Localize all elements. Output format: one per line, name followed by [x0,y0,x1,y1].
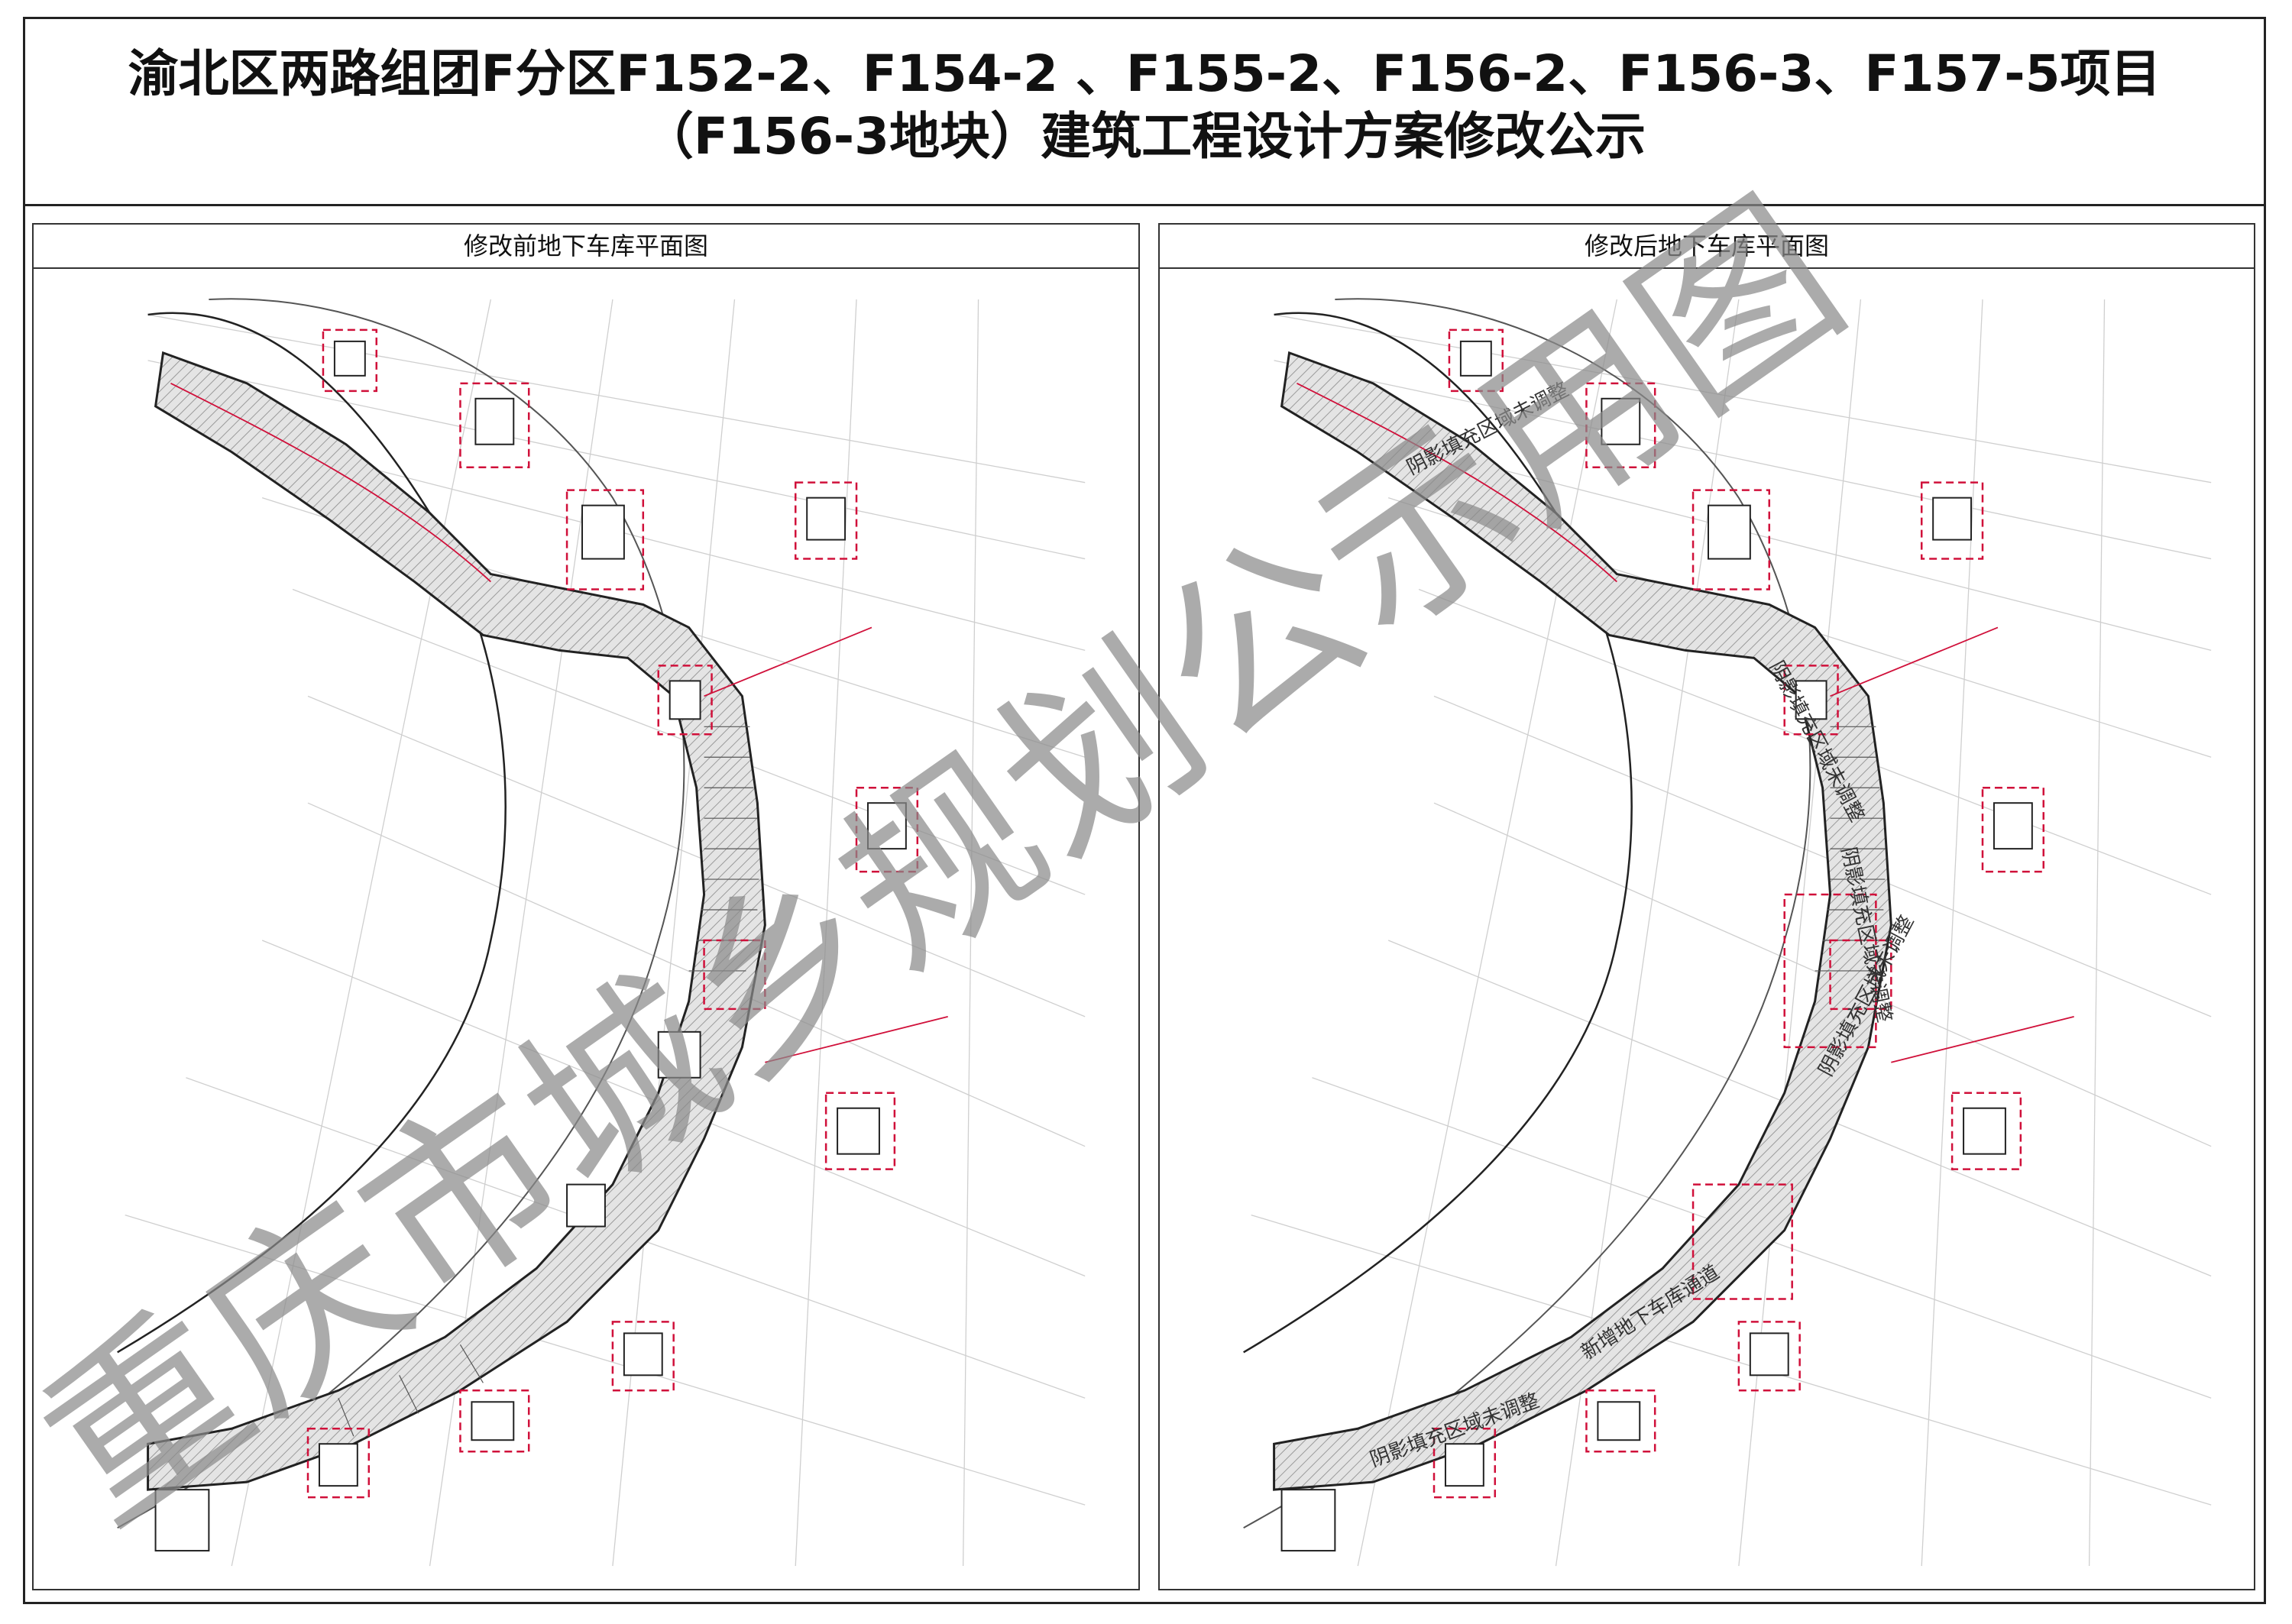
panel-before-heading: 修改前地下车库平面图 [34,225,1138,269]
road-curve [1243,298,1811,1529]
panel-after: 修改后地下车库平面图 [1158,223,2255,1590]
red-lines [170,383,948,1063]
panel-after-heading: 修改后地下车库平面图 [1160,225,2254,269]
building-cores [1280,340,2033,1552]
garage-footprint [1273,351,1892,1491]
parking-stalls [1814,726,1886,972]
garage-plan-before-svg [117,298,1086,1567]
road-curve [117,298,685,1529]
title-line-1: 渝北区两路组团F分区F152-2、F154-2 、F155-2、F156-2、F… [128,44,2161,103]
title-block: 渝北区两路组团F分区F152-2、F154-2 、F155-2、F156-2、F… [23,17,2266,206]
title-line-2: （F156-3地块）建筑工程设计方案修改公示 [643,107,1646,166]
red-dashed-zones [306,328,919,1499]
site-boundary [117,312,507,1354]
plan-before [34,269,1138,1589]
site-boundary [1243,312,1633,1354]
plan-after: 阴影填充区域未调整 阴影填充区域未调整 阴影填充区域未调整 阴影填充区域未调整 … [1160,269,2254,1589]
garage-footprint [147,351,766,1491]
red-lines [1297,383,2074,1063]
garage-plan-after-svg: 阴影填充区域未调整 阴影填充区域未调整 阴影填充区域未调整 阴影填充区域未调整 … [1243,298,2212,1567]
drawing-sheet-border [23,17,2266,1604]
panel-before: 修改前地下车库平面图 [32,223,1140,1590]
building-cores [154,340,907,1552]
red-dashed-zones [1432,328,2045,1499]
